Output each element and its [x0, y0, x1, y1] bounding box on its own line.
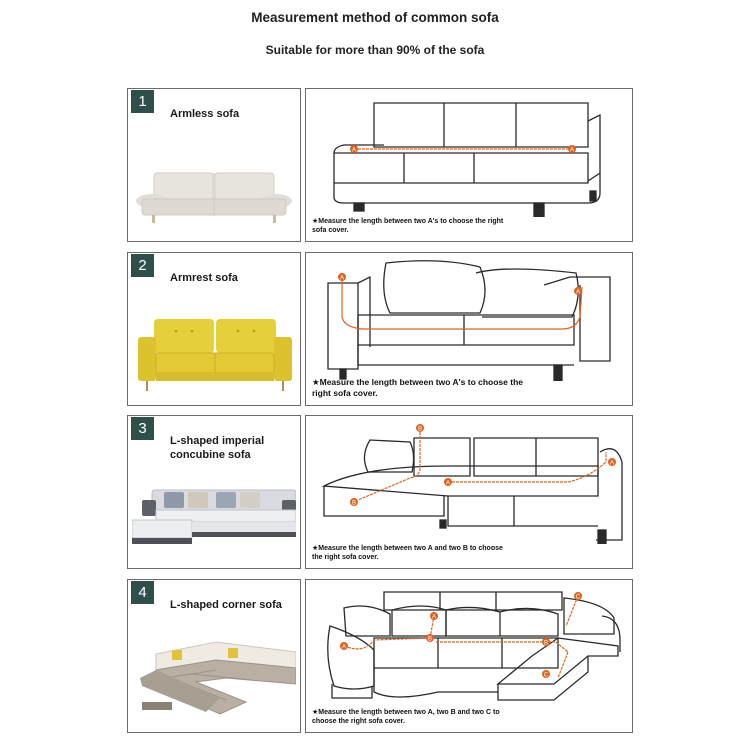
sofa-type-panel: 2 Armrest sofa: [127, 252, 301, 406]
l-imperial-sofa-drawing: B B A A: [321, 424, 623, 544]
l-corner-sofa-photo: [140, 641, 296, 715]
sofa-type-name: L-shaped corner sofa: [170, 599, 282, 611]
sofa-row-armrest: 2 Armrest sofa: [127, 252, 633, 406]
page-title: Measurement method of common sofa: [251, 10, 499, 25]
sofa-type-name: L-shaped imperial concubine sofa: [170, 435, 265, 461]
page-subtitle: Suitable for more than 90% of the sofa: [265, 43, 485, 57]
sofa-type-name: Armless sofa: [170, 108, 240, 120]
sofa-type-panel: 4 L-shaped corner sofa: [127, 579, 301, 733]
svg-text:C: C: [576, 595, 581, 601]
svg-text:B: B: [352, 501, 356, 507]
l-imperial-sofa-photo: [132, 489, 296, 544]
measure-instruction: ★Measure the length between two A, two B…: [312, 709, 500, 725]
step-number-badge: 2: [131, 254, 154, 277]
sofa-type-panel: 3 L-shaped imperial concubine sofa: [127, 415, 301, 569]
sofa-type-name: Armrest sofa: [170, 272, 238, 284]
step-number-badge: 4: [131, 581, 154, 604]
svg-text:A: A: [570, 148, 574, 154]
measure-instruction: ★Measure the length between two A's to c…: [312, 377, 523, 398]
armrest-sofa-photo: [138, 319, 292, 391]
armless-sofa-drawing: A A: [333, 102, 601, 217]
step-number-badge: 3: [131, 417, 154, 440]
sofa-row-l-corner: 4 L-shaped corner sofa: [127, 579, 633, 733]
sofa-type-panel: 1 Armless sofa: [127, 88, 301, 242]
armless-sofa-photo: [136, 172, 292, 223]
svg-text:A: A: [576, 290, 580, 296]
armrest-sofa-drawing: A A: [327, 260, 611, 381]
step-number-badge: 1: [131, 90, 154, 113]
sofa-row-armless: 1 Armless sofa A A: [127, 88, 633, 242]
l-corner-sofa-drawing: A A B B C C: [327, 591, 621, 701]
measure-diagram-panel: A A ★Measure the length between two A's …: [305, 252, 633, 406]
svg-text:A: A: [352, 148, 356, 154]
svg-text:C: C: [544, 673, 549, 679]
measure-instruction: ★Measure the length between two A's to c…: [312, 218, 504, 234]
svg-text:B: B: [418, 427, 422, 433]
measure-diagram-panel: A A ★Measure the length between two A's …: [305, 88, 633, 242]
svg-text:A: A: [610, 461, 614, 467]
svg-text:A: A: [432, 615, 436, 621]
measure-diagram-panel: B B A A ★Measure the length between two …: [305, 415, 633, 569]
measure-diagram-panel: A A B B C C ★Measure the length between …: [305, 579, 633, 733]
svg-text:A: A: [342, 645, 346, 651]
sofa-row-l-imperial: 3 L-shaped imperial concubine sofa: [127, 415, 633, 569]
measure-instruction: ★Measure the length between two A and tw…: [312, 545, 503, 561]
svg-text:A: A: [446, 481, 450, 487]
svg-text:B: B: [544, 641, 548, 647]
svg-text:A: A: [340, 276, 344, 282]
svg-text:B: B: [428, 637, 432, 643]
